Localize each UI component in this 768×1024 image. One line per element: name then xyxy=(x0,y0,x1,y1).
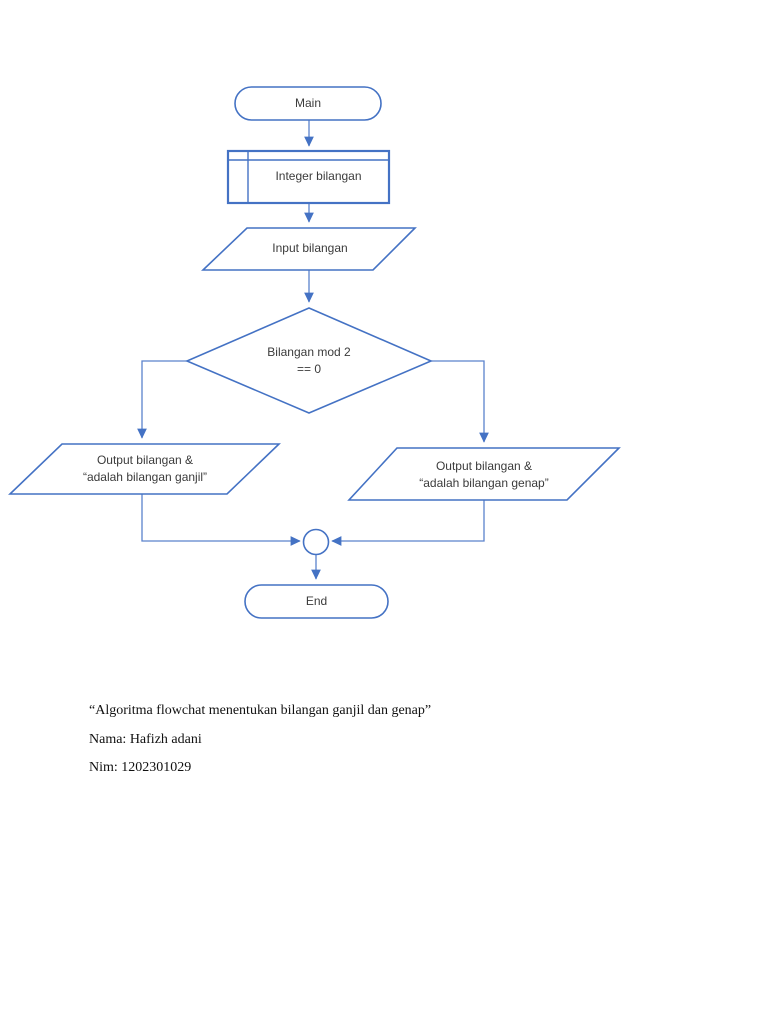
caption-nim: Nim: 1202301029 xyxy=(89,760,192,775)
main-terminator-shape xyxy=(234,86,382,121)
input-parallelogram-shape xyxy=(201,227,417,271)
caption-block: “Algoritma flowchat menentukan bilangan … xyxy=(89,697,431,783)
decision-diamond-shape xyxy=(184,307,434,414)
caption-name: Nama: Hafizh adani xyxy=(89,731,202,747)
end-terminator-shape xyxy=(244,584,389,619)
declare-subroutine-shape xyxy=(226,149,391,205)
connector-ganjil-junction xyxy=(141,494,301,546)
connector-decision-genap xyxy=(431,360,489,443)
output-genap-parallelogram-shape xyxy=(347,447,621,501)
connector-decision-ganjil xyxy=(137,360,187,439)
output-ganjil-parallelogram-shape xyxy=(8,443,281,495)
junction-circle-shape xyxy=(302,528,330,556)
connector-genap-junction xyxy=(331,500,485,546)
caption-title: “Algoritma flowchat menentukan bilangan … xyxy=(89,703,432,718)
